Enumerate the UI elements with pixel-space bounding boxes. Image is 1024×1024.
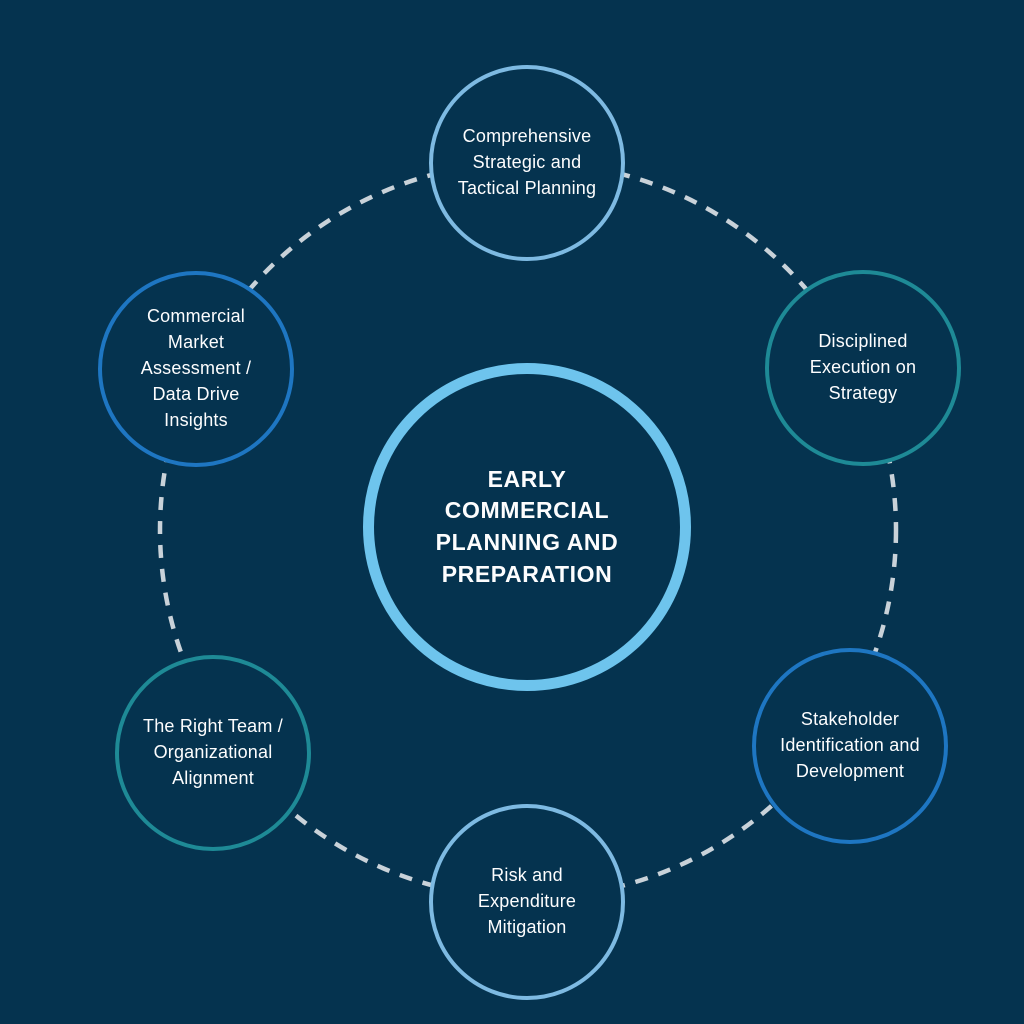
node-label: Disciplined Execution on Strategy <box>809 331 917 403</box>
node-commercial-market-assessment-insights: Commercial Market Assessment / Data Driv… <box>98 271 294 467</box>
node-comprehensive-strategic-tactical-planning: Comprehensive Strategic and Tactical Pla… <box>429 65 625 261</box>
node-label: Commercial Market Assessment / Data Driv… <box>140 306 252 430</box>
center-node-label: EARLY COMMERCIAL PLANNING AND PREPARATIO… <box>435 465 619 587</box>
node-right-team-organizational-alignment: The Right Team / Organizational Alignmen… <box>115 655 311 851</box>
node-disciplined-execution-on-strategy: Disciplined Execution on Strategy <box>765 270 961 466</box>
node-label: Comprehensive Strategic and Tactical Pla… <box>457 126 597 198</box>
node-label: Risk and Expenditure Mitigation <box>477 865 577 937</box>
center-node-early-commercial-planning-preparation: EARLY COMMERCIAL PLANNING AND PREPARATIO… <box>363 363 691 691</box>
node-label: The Right Team / Organizational Alignmen… <box>143 716 283 788</box>
node-label: Stakeholder Identification and Developme… <box>780 709 920 781</box>
node-stakeholder-identification-development: Stakeholder Identification and Developme… <box>752 648 948 844</box>
node-risk-expenditure-mitigation: Risk and Expenditure Mitigation <box>429 804 625 1000</box>
